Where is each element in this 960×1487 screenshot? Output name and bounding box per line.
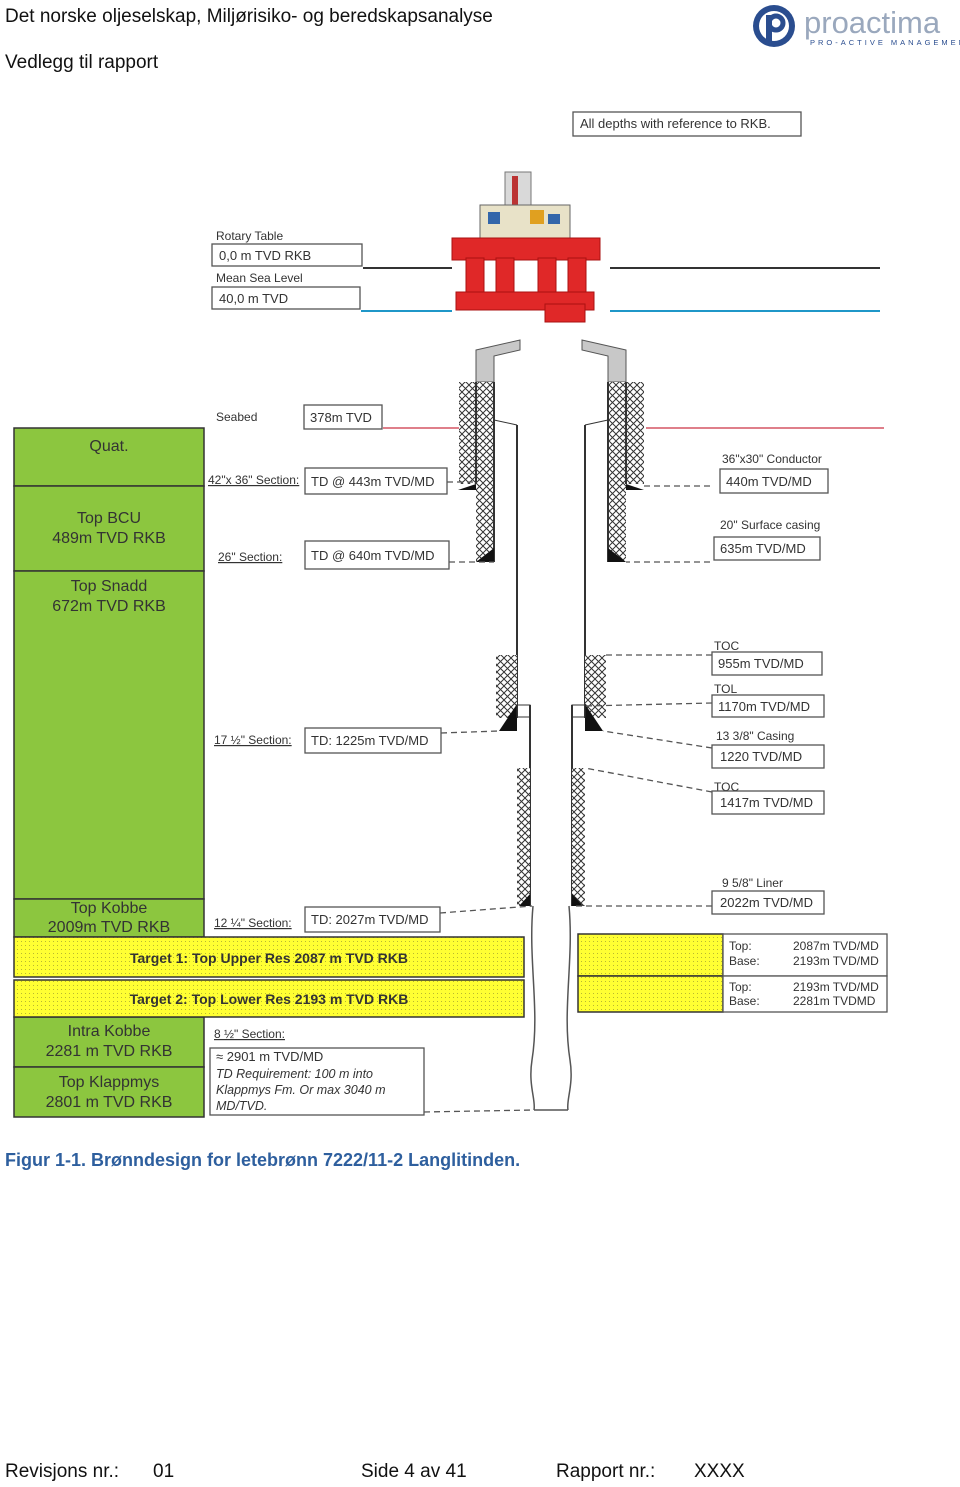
target-1-band — [13, 936, 525, 978]
formation-top-klappmys — [13, 1066, 205, 1118]
formation-depth: 2281 m TVD RKB — [46, 1043, 173, 1060]
target-2-top-value: 2193m TVD/MD — [793, 980, 879, 994]
target-2-base-label: Base: — [729, 994, 760, 1008]
document-subtitle: Vedlegg til rapport — [5, 52, 159, 73]
formation-name: Intra Kobbe — [68, 1023, 151, 1040]
target-2-label: Target 2: Top Lower Res 2193 m TVD RKB — [130, 991, 409, 1007]
section-26-td: TD @ 640m TVD/MD — [311, 548, 434, 563]
report-label: Rapport nr.: — [556, 1461, 656, 1482]
rotary-table-value: 0,0 m TVD RKB — [219, 248, 311, 263]
td-requirement-line: TD Requirement: 100 m into — [216, 1067, 373, 1081]
document-title: Det norske oljeselskap, Miljørisiko- og … — [5, 6, 493, 27]
section-42x36-label: 42"x 36" Section: — [208, 473, 299, 487]
formation-top-snadd — [13, 570, 205, 900]
casing-value: 1170m TVD/MD — [718, 699, 810, 714]
proactima-logo: proactima PRO-ACTIVE MANAGEMENT — [753, 5, 960, 47]
seabed-box — [303, 404, 383, 430]
formation-depth: 2801 m TVD RKB — [46, 1094, 173, 1111]
casing-name: TOC — [714, 639, 739, 653]
formation-name: Top Snadd — [71, 578, 148, 595]
revision-label: Revisjons nr.: — [5, 1461, 120, 1482]
reference-note: All depths with reference to RKB. — [580, 116, 771, 131]
formation-top-bcu — [13, 485, 205, 572]
section-17-td: TD: 1225m TVD/MD — [311, 733, 429, 748]
td-requirement-line: Klappmys Fm. Or max 3040 m — [216, 1083, 386, 1097]
target-1-base-label: Base: — [729, 954, 760, 968]
drilling-rig-icon — [451, 171, 601, 323]
section-12-td: TD: 2027m TVD/MD — [311, 912, 429, 927]
formation-depth: 489m TVD RKB — [52, 530, 166, 547]
logo-text: proactima — [804, 5, 941, 40]
casing-name: 9 5/8" Liner — [722, 876, 783, 890]
section-26-label: 26" Section: — [218, 550, 282, 564]
casing-name: 36"x30" Conductor — [722, 452, 822, 466]
figure-caption: Figur 1-1. Brønndesign for letebrønn 722… — [5, 1150, 521, 1170]
casing-value: 635m TVD/MD — [720, 541, 806, 556]
target-2-top-label: Top: — [729, 980, 752, 994]
casing-name: 20" Surface casing — [720, 518, 820, 532]
casing-name: 13 3/8" Casing — [716, 729, 794, 743]
revision-value: 01 — [153, 1461, 175, 1482]
section-17-label: 17 ½" Section: — [214, 733, 292, 747]
rotary-table-box — [211, 243, 363, 267]
report-value: XXXX — [694, 1461, 745, 1482]
wellbore — [458, 339, 644, 1111]
section-8-label: 8 ½" Section: — [214, 1027, 285, 1041]
msl-box — [211, 286, 361, 310]
section-8-td: ≈ 2901 m TVD/MD — [216, 1049, 323, 1064]
casing-name: TOL — [714, 682, 737, 696]
msl-label: Mean Sea Level — [216, 271, 303, 285]
section-42x36-td: TD @ 443m TVD/MD — [311, 474, 434, 489]
formation-top-kobbe — [13, 898, 205, 938]
formation-depth: 672m TVD RKB — [52, 598, 166, 615]
target-1-base-value: 2193m TVD/MD — [793, 954, 879, 968]
target-2-band — [13, 979, 525, 1018]
rotary-table-label: Rotary Table — [216, 229, 283, 243]
formation-name: Top Kobbe — [71, 900, 148, 917]
formation-name: Top Klappmys — [59, 1074, 160, 1091]
seabed-value: 378m TVD — [310, 410, 372, 425]
section-td-boxes — [209, 467, 450, 1116]
casing-value: 1220 TVD/MD — [720, 749, 802, 764]
target-1-top-value: 2087m TVD/MD — [793, 939, 879, 953]
casing-value-boxes — [711, 468, 829, 915]
casing-value: 2022m TVD/MD — [720, 895, 813, 910]
section-12-label: 12 ¼" Section: — [214, 916, 292, 930]
formation-name: Top BCU — [77, 510, 141, 527]
reference-note-box — [572, 111, 802, 137]
formation-quat — [13, 427, 205, 487]
formation-depth: 2009m TVD RKB — [48, 919, 170, 936]
td-requirement-line: MD/TVD. — [216, 1099, 267, 1113]
target-1-top-label: Top: — [729, 939, 752, 953]
target-1-label: Target 1: Top Upper Res 2087 m TVD RKB — [130, 950, 408, 966]
page-number: Side 4 av 41 — [361, 1461, 467, 1482]
logo-tagline: PRO-ACTIVE MANAGEMENT — [810, 38, 960, 47]
formation-column: Quat. Top BCU 489m TVD RKB Top Snadd 672… — [13, 427, 205, 1118]
target-zones: Target 1: Top Upper Res 2087 m TVD RKB T… — [13, 933, 888, 1018]
casing-value: 440m TVD/MD — [726, 474, 812, 489]
formation-name: Quat. — [89, 438, 128, 455]
casing-value: 1417m TVD/MD — [720, 795, 813, 810]
seabed-label: Seabed — [216, 410, 257, 424]
casing-value: 955m TVD/MD — [718, 656, 804, 671]
well-design-diagram: All depths with reference to RKB. Rotary… — [13, 111, 888, 1118]
msl-value: 40,0 m TVD — [219, 291, 288, 306]
target-2-base-value: 2281m TVDMD — [793, 994, 876, 1008]
